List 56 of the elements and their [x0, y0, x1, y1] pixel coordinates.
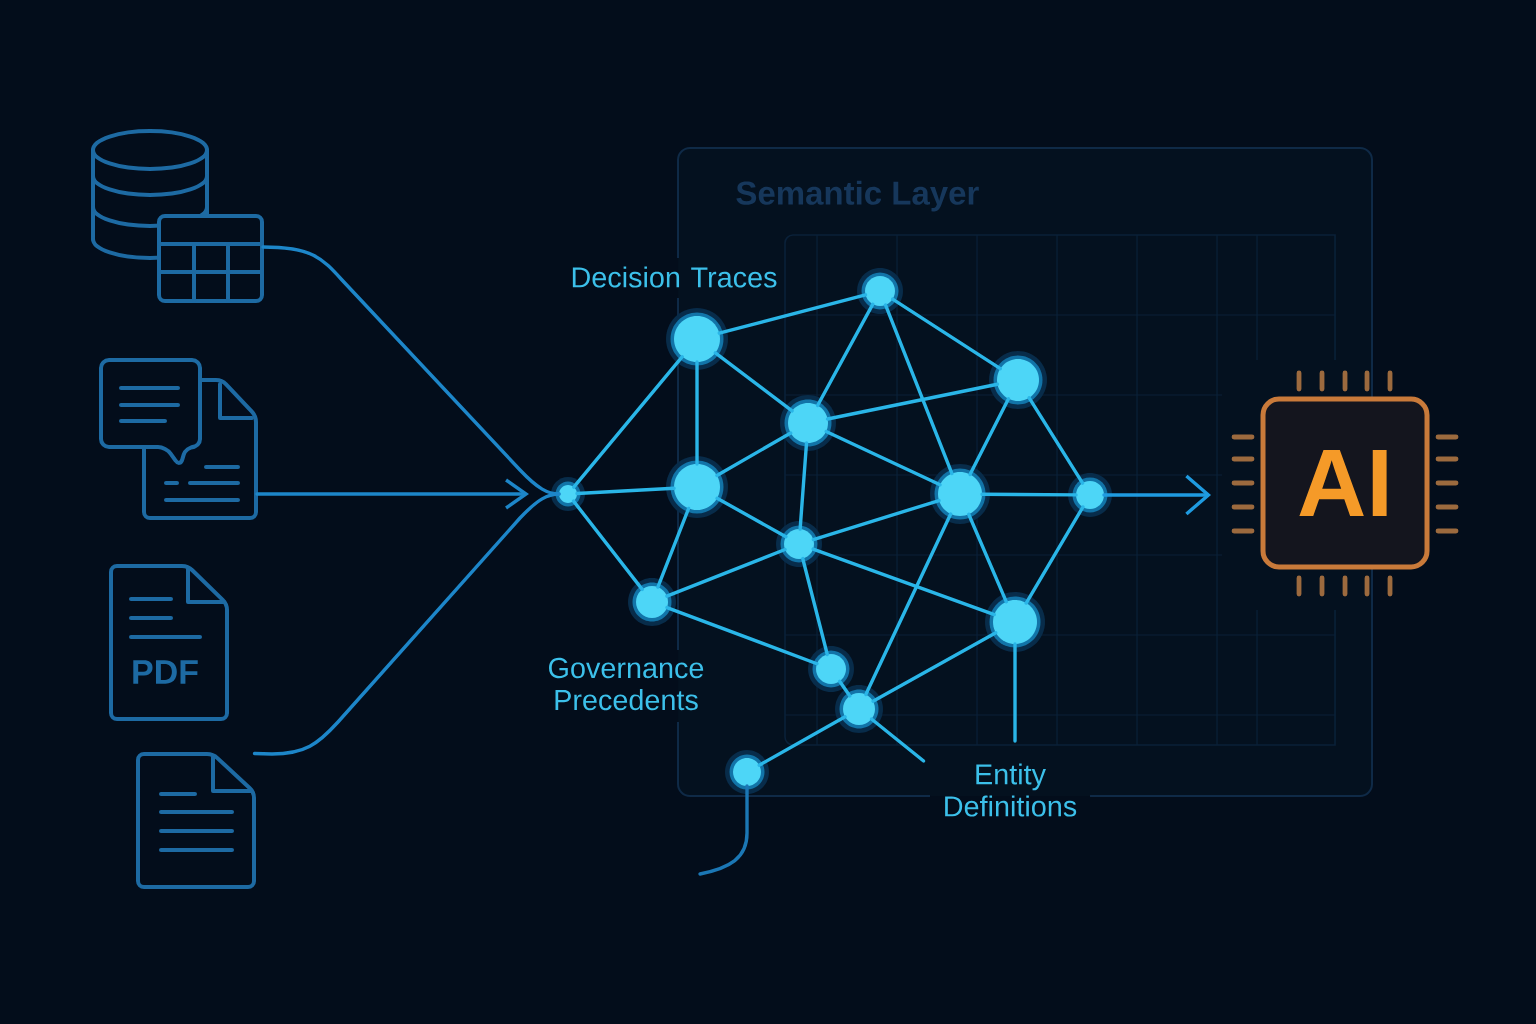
flow-line [252, 492, 561, 756]
network-node [857, 268, 903, 314]
network-link [665, 605, 819, 666]
network-node [628, 578, 676, 626]
network-link [890, 297, 1003, 371]
network-link [968, 397, 1011, 477]
processor-chip: AI [1231, 370, 1459, 597]
network-link [717, 293, 868, 335]
network-node [985, 592, 1045, 652]
network-link [871, 631, 998, 703]
network-node [989, 351, 1047, 409]
network-link [824, 429, 942, 487]
chat-document-icon [99, 358, 258, 520]
network-link [825, 382, 1000, 421]
flow-arrow [255, 478, 529, 510]
network-node [930, 464, 990, 524]
leader-line [869, 717, 926, 763]
database-table-icon [91, 129, 264, 303]
network-node [725, 750, 769, 794]
network-link [811, 498, 941, 542]
network-link [571, 499, 644, 592]
network-node [666, 456, 728, 518]
annotation-label: Governance Precedents [549, 657, 704, 711]
network-link [815, 302, 875, 408]
network-link [864, 512, 953, 697]
network-link [715, 431, 793, 478]
flow-line [698, 784, 749, 876]
network-link [1027, 396, 1085, 485]
network-link [967, 512, 1009, 604]
network-link [695, 360, 699, 466]
network-link [575, 486, 676, 496]
network-link [837, 679, 852, 698]
network-link [757, 715, 847, 767]
document-icon [136, 752, 256, 889]
network-link [811, 547, 997, 617]
network-node [666, 308, 728, 370]
network-link [883, 303, 954, 476]
network-link [656, 506, 691, 589]
network-link [1024, 505, 1085, 605]
network-link [572, 355, 684, 489]
network-node [808, 646, 854, 692]
network-link [665, 547, 787, 598]
annotation-label: Decision Traces [572, 266, 777, 288]
arrow [1102, 474, 1211, 516]
network-node [780, 395, 836, 451]
network-node [835, 685, 883, 733]
annotation-label: Entity Definitions [945, 763, 1077, 817]
network-link [715, 496, 788, 539]
network-node [776, 521, 822, 567]
network-link [713, 351, 794, 413]
network-link [798, 441, 809, 531]
network-link [801, 556, 829, 657]
network-link [980, 492, 1078, 497]
leader-line [1013, 642, 1017, 743]
network-node [551, 477, 585, 511]
network-node [1068, 473, 1112, 517]
